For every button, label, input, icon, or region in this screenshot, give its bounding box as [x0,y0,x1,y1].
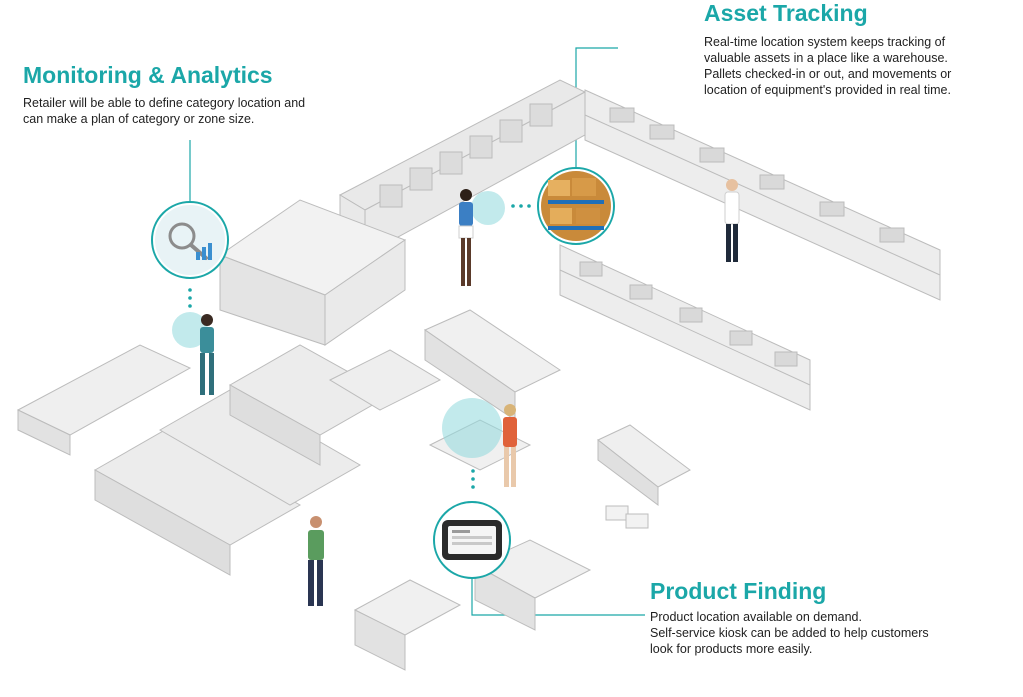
freezer-left [16,344,192,456]
product-finding-description: Product location available on demand. Se… [650,609,929,657]
asset-line-1: Real-time location system keeps tracking… [704,35,946,49]
connector-dots [188,204,531,489]
product-finding-title: Product Finding [650,578,827,604]
product-line-2: Self-service kiosk can be added to help … [650,626,929,640]
monitoring-line-1: Retailer will be able to define category… [23,96,306,110]
display-case-right [597,424,691,506]
monitoring-analytics-description: Retailer will be able to define category… [23,95,305,127]
asset-tracking-title: Asset Tracking [704,0,868,26]
warehouse-racks-lower [559,244,811,411]
person-tablet [458,189,474,286]
hotspots [172,191,505,458]
person-warehouse [724,179,740,262]
self-service-kiosk-icon [433,501,511,579]
product-line-1: Product location available on demand. [650,610,862,624]
monitoring-line-2: can make a plan of category or zone size… [23,112,255,126]
shopping-baskets [605,505,649,529]
person-monitoring [200,314,214,395]
warehouse-racks-upper [584,89,941,301]
monitoring-analytics-title: Monitoring & Analytics [23,62,273,88]
asset-line-4: location of equipment's provided in real… [704,83,951,97]
person-man [308,516,324,606]
asset-line-2: valuable assets in a place like a wareho… [704,51,948,65]
aisle-shelves [93,344,392,576]
warehouse-pallets-icon [537,167,615,245]
asset-tracking-description: Real-time location system keeps tracking… [704,34,951,98]
deli-counter [328,309,562,421]
fridge-block [218,199,407,346]
asset-line-3: Pallets checked-in or out, and movements… [704,67,952,81]
product-line-3: look for products more easily. [650,642,813,656]
person-shopper [503,404,517,487]
magnifier-chart-icon [151,201,229,279]
